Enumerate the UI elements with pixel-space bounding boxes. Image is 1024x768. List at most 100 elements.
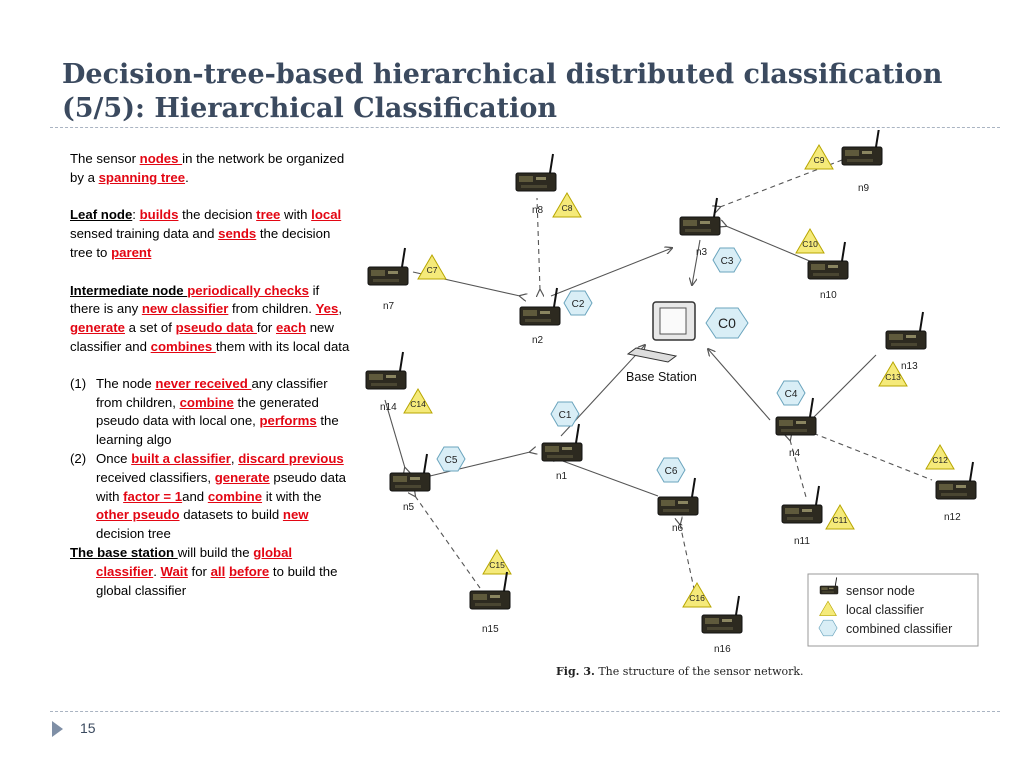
label-c0: C0 xyxy=(718,315,736,331)
slide-title: Decision-tree-based hierarchical distrib… xyxy=(62,58,962,126)
base-station: Base Station xyxy=(626,301,697,384)
triangle-c8: C8 xyxy=(552,192,582,218)
emphasis-new-classifier: new classifier xyxy=(141,301,229,317)
sensor-node-n16: n16 xyxy=(701,595,743,655)
triangle-c12: C12 xyxy=(925,444,955,470)
text-run: The node xyxy=(96,375,156,391)
caption-text: The structure of the sensor network. xyxy=(594,665,804,678)
sensor-node-n5: n5 xyxy=(389,453,431,513)
text-run: decision tree xyxy=(96,526,171,542)
sensor-node-n2: n2 xyxy=(519,287,561,346)
sensor-nodes: n1 n2 n3 n4 n5 n6 n7 n8 n9 n10 n11 n12 n… xyxy=(365,130,977,655)
label-n11: n11 xyxy=(794,536,810,547)
emphasis-periodically-checks: periodically checks xyxy=(187,282,309,298)
emphasis-yes: Yes xyxy=(315,301,339,317)
label-c13: C13 xyxy=(885,372,901,382)
emphasis-nodes: nodes xyxy=(139,151,183,166)
text-run: if there is any xyxy=(70,282,320,317)
triangle-c14: C14 xyxy=(403,388,433,414)
list-item-1: (1) The node never received any classifi… xyxy=(70,375,352,450)
text-run: from children. xyxy=(228,301,316,317)
list-item-2: (2) Once built a classifier, discard pre… xyxy=(70,450,352,544)
title-line-1: Decision-tree-based hierarchical distrib… xyxy=(62,59,943,90)
hexagon-c4: C4 xyxy=(776,380,806,406)
text-run: will build the xyxy=(177,544,254,560)
label-n13: n13 xyxy=(901,361,918,372)
link-n2-n3 xyxy=(550,248,672,297)
link-n4-n12 xyxy=(805,430,933,481)
footer-divider xyxy=(50,711,1000,712)
label-n1: n1 xyxy=(556,471,568,482)
sensor-node-n15: n15 xyxy=(469,571,511,635)
label-c9: C9 xyxy=(814,155,825,165)
emphasis-combine: combine xyxy=(179,394,234,410)
hexagon-c1: C1 xyxy=(550,401,580,427)
emphasis-before: before xyxy=(228,563,270,579)
text-run: Once xyxy=(96,450,132,466)
emphasis-wait: Wait xyxy=(160,563,188,579)
list-number: (1) xyxy=(70,375,87,391)
label-c1: C1 xyxy=(559,410,572,421)
list-item-text: Once built a classifier, discard previou… xyxy=(96,450,352,544)
text-run: and xyxy=(182,488,208,504)
text-run: , xyxy=(338,301,342,317)
label-n10: n10 xyxy=(820,290,837,301)
hexagon-c5: C5 xyxy=(436,446,466,472)
label-c8: C8 xyxy=(562,203,573,213)
title-divider xyxy=(50,127,1000,128)
triangle-c11: C11 xyxy=(825,504,855,530)
term-leaf-node: Leaf node xyxy=(70,207,133,223)
paragraph-intermediate-node: Intermediate node periodically checks if… xyxy=(70,282,352,357)
link-n3-base xyxy=(692,239,701,285)
label-c2: C2 xyxy=(572,299,585,310)
label-c6: C6 xyxy=(665,466,678,477)
label-c12: C12 xyxy=(932,455,948,465)
label-n9: n9 xyxy=(858,183,870,194)
emphasis-builds: builds xyxy=(139,207,179,223)
text-run: . xyxy=(185,169,189,185)
hexagon-c3: C3 xyxy=(712,247,742,273)
emphasis-global-classifier: global classifier xyxy=(96,544,293,579)
label-c5: C5 xyxy=(445,455,458,466)
title-line-2: (5/5): Hierarchical Classification xyxy=(62,93,557,124)
text-run: any classifier from children, xyxy=(96,375,328,410)
emphasis-built-a-classifier: built a classifier xyxy=(131,450,231,466)
label-n15: n15 xyxy=(482,624,499,635)
paragraph-leaf-node: Leaf node: builds the decision tree with… xyxy=(70,206,352,262)
hexagon-c6: C6 xyxy=(656,457,686,483)
text-run: datasets to build xyxy=(179,507,283,523)
label-n3: n3 xyxy=(696,247,708,258)
label-c7: C7 xyxy=(427,265,438,275)
text-run: sensed training data and xyxy=(70,226,219,242)
sensor-node-n13: n13 xyxy=(885,311,927,372)
emphasis-other-pseudo: other pseudo xyxy=(96,507,180,523)
triangle-c16: C16 xyxy=(682,582,712,608)
link-n4-n13 xyxy=(813,354,877,418)
triangle-c15: C15 xyxy=(482,549,512,575)
link-n5-n15 xyxy=(415,496,481,589)
paragraph-base-station: The base station will build the global c… xyxy=(70,544,352,600)
caption-label: Fig. 3. xyxy=(556,665,595,678)
text-run: the generated pseudo data with local one… xyxy=(96,394,319,429)
list-item-text: The node never received any classifier f… xyxy=(96,375,352,450)
text-run: in the network be organized by a xyxy=(70,151,345,185)
text-run: the decision tree to xyxy=(70,226,331,260)
label-c16: C16 xyxy=(689,593,705,603)
legend-local-classifier: local classifier xyxy=(846,603,924,617)
text-run: them with its local data xyxy=(215,338,350,354)
sensor-node-n6: n6 xyxy=(657,477,699,534)
combined-classifiers: C0 C1 C2 C3 C4 C5 C6 xyxy=(436,247,806,483)
legend: sensor node local classifier combined cl… xyxy=(807,573,979,647)
sensor-node-n8: n8 xyxy=(515,153,557,216)
link-n4-n11 xyxy=(790,440,807,498)
label-c3: C3 xyxy=(721,256,734,267)
label-n14: n14 xyxy=(380,402,397,413)
emphasis-tree: tree xyxy=(256,207,281,223)
triangle-c13: C13 xyxy=(878,361,908,387)
link-n1-n5 xyxy=(429,452,530,477)
text-run: new classifier and xyxy=(70,320,334,354)
emphasis-factor: factor = 1 xyxy=(123,488,183,504)
text-run: it with the xyxy=(262,488,322,504)
label-c11: C11 xyxy=(833,515,848,525)
emphasis-performs: performs xyxy=(259,413,317,429)
